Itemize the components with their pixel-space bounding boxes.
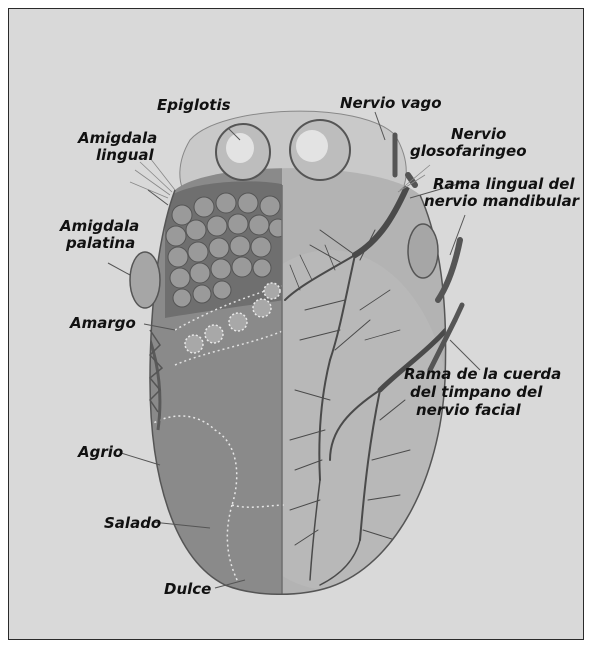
- label-amargo: Amargo: [70, 316, 136, 331]
- label-rama-cuerda-line1: Rama de la cuerda: [404, 367, 561, 382]
- label-nervio-vago: Nervio vago: [340, 96, 442, 111]
- label-nervio-glosofaringeo-line2: glosofaringeo: [410, 144, 527, 159]
- label-rama-lingual-line1: Rama lingual del: [433, 177, 575, 192]
- label-rama-cuerda-line3: nervio facial: [416, 403, 521, 418]
- label-epiglotis: Epiglotis: [157, 98, 231, 113]
- label-amigdala-lingual-line1: Amigdala: [78, 131, 157, 146]
- label-nervio-glosofaringeo-line1: Nervio: [451, 127, 506, 142]
- label-amigdala-palatina-line1: Amigdala: [60, 219, 139, 234]
- label-rama-lingual-line2: nervio mandibular: [424, 194, 579, 209]
- label-salado: Salado: [104, 516, 161, 531]
- label-amigdala-palatina-line2: palatina: [66, 236, 135, 251]
- label-rama-cuerda-line2: del timpano del: [410, 385, 542, 400]
- label-agrio: Agrio: [78, 445, 123, 460]
- label-dulce: Dulce: [164, 582, 211, 597]
- label-amigdala-lingual-line2: lingual: [96, 148, 154, 163]
